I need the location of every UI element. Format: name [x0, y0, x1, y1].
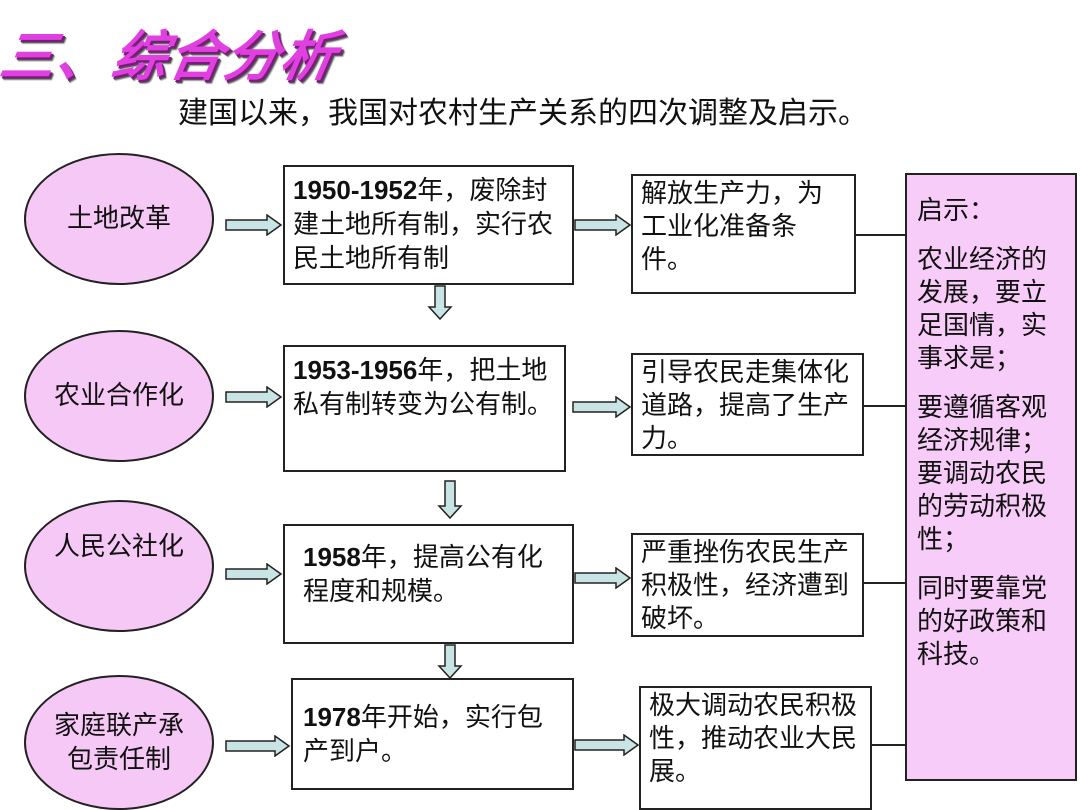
- arrow-right-icon: [225, 735, 291, 757]
- stage-result-box: 解放生产力，为工业化准备条件。: [631, 174, 856, 294]
- insight-point: 农业经济的发展，要立足国情，实事求是；: [917, 245, 1048, 374]
- stage-detail-box: 1958年，提高公有化程度和规模。: [283, 524, 574, 644]
- stage-years: 1958: [303, 542, 361, 572]
- stage-detail: 年开始，实行包产到户。: [303, 703, 543, 767]
- connector-line: [864, 405, 905, 407]
- stage-detail: 年，废除封建土地所有制，实行农民土地所有制: [293, 176, 554, 274]
- arrow-right-icon: [225, 386, 283, 408]
- arrow-down-icon: [427, 285, 453, 321]
- stage-ellipse-land-reform: 土地改革: [24, 153, 214, 285]
- stage-name: 土地改革: [66, 204, 171, 234]
- stage-name: 人民公社化: [53, 532, 184, 562]
- arrow-down-icon: [437, 480, 463, 520]
- stage-name: 农业合作化: [53, 381, 184, 411]
- stage-name-line: 家庭联产承: [53, 710, 184, 741]
- stage-years: 1953-1956: [293, 355, 418, 385]
- stage-detail-box: 1978年开始，实行包产到户。: [291, 678, 574, 790]
- stage-years: 1950-1952: [293, 175, 418, 205]
- connector-line: [856, 234, 905, 236]
- stage-ellipse-cooperativization: 农业合作化: [24, 330, 214, 462]
- arrow-right-icon: [574, 734, 640, 756]
- stage-years: 1978: [303, 702, 361, 732]
- stage-detail-box: 1953-1956年，把土地私有制转变为公有制。: [283, 345, 566, 472]
- arrow-right-icon: [572, 396, 632, 418]
- stage-detail: 年，提高公有化程度和规模。: [303, 543, 543, 607]
- arrow-down-icon: [437, 644, 463, 680]
- insight-point: 同时要靠党的好政策和科技。: [917, 574, 1048, 670]
- page-subtitle: 建国以来，我国对农村生产关系的四次调整及启示。: [178, 96, 868, 131]
- stage-ellipse-commune: 人民公社化: [24, 500, 214, 632]
- connector-line: [872, 744, 905, 746]
- insight-point: 要遵循客观经济规律；要调动农民的劳动积极性；: [917, 393, 1048, 555]
- insight-heading: 启示：: [917, 196, 996, 226]
- arrow-right-icon: [574, 567, 632, 589]
- stage-result-box: 极大调动农民积极性，推动农业大民展。: [639, 686, 872, 810]
- insight-panel: 启示： 农业经济的发展，要立足国情，实事求是； 要遵循客观经济规律；要调动农民的…: [905, 173, 1077, 781]
- stage-detail: 年，把土地私有制转变为公有制。: [293, 356, 554, 420]
- arrow-right-icon: [574, 214, 632, 236]
- arrow-right-icon: [225, 563, 283, 585]
- connector-line: [864, 582, 905, 584]
- stage-result-box: 引导农民走集体化道路，提高了生产力。: [631, 353, 864, 456]
- stage-name-line: 包责任制: [66, 744, 171, 775]
- arrow-right-icon: [225, 214, 283, 236]
- page-title: 三、综合分析: [0, 25, 343, 88]
- stage-detail-box: 1950-1952年，废除封建土地所有制，实行农民土地所有制: [283, 165, 574, 285]
- stage-result-box: 严重挫伤农民生产积极性，经济遭到破坏。: [631, 533, 864, 637]
- stage-ellipse-household-responsibility: 家庭联产承 包责任制: [24, 675, 214, 810]
